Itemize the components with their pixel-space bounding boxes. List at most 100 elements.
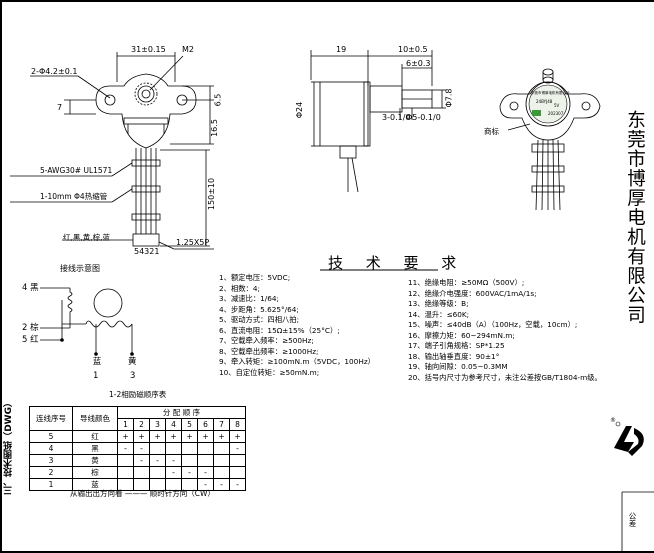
nameplate-date: 202307: [548, 111, 564, 116]
seq-cell: [181, 442, 198, 455]
seq-cell: [165, 442, 182, 455]
table-row: 1 蓝 - - -: [29, 478, 246, 491]
table-header-row: 连线序号 导线颜色 分 配 顺 序: [29, 406, 246, 431]
wire-colors-label: 红,黑,黄,棕,蓝: [63, 233, 111, 242]
lead-color: 棕: [30, 323, 39, 333]
frame-left-border: [0, 0, 2, 553]
table-row: 4 黑 - - -: [29, 442, 246, 455]
lead-3-color: 黄: [128, 357, 137, 367]
dim-shaft-step: 6±0.3: [406, 59, 431, 68]
dim-left-offset: 7: [57, 103, 63, 112]
step-cell: 7: [213, 418, 230, 431]
lead-color: 红: [30, 335, 39, 345]
seq-cell: +: [181, 430, 198, 443]
header-lead-num: 连线序号: [29, 406, 73, 431]
row-num: 3: [29, 454, 73, 467]
tech-req-item: 18、输出轴垂直度：90±1°: [408, 351, 500, 361]
tech-req-item: 16、摩擦力矩：60~294mN.m;: [408, 330, 515, 340]
tech-req-item: 12、绝缘介电强度：600VAC/1mA/1s;: [408, 288, 537, 298]
tech-req-item: 6、直流电阻：15Ω±15%（25°C）;: [219, 325, 340, 335]
row-num: 4: [29, 442, 73, 455]
step-cell: 3: [149, 418, 166, 431]
tech-req-item: 15、噪声：≤40dB（A）（100Hz，空载，10cm）;: [408, 320, 578, 329]
lead-1-num: 1: [93, 371, 99, 381]
tech-req-item: 4、步距角：5.625°/64;: [219, 304, 299, 314]
lead-num: 4: [22, 283, 28, 293]
table-row: 2 棕 - - -: [29, 466, 246, 479]
seq-cell: [229, 466, 246, 479]
seq-cell: -: [229, 478, 246, 491]
connector-pins: 54321: [134, 247, 160, 256]
tech-req-item: 19、轴向间隙：0.05~0.3MM: [408, 362, 508, 371]
seq-cell: +: [117, 430, 134, 443]
tech-req-item: 7、空载牵入频率：≥500Hz;: [219, 336, 314, 345]
seq-cell: +: [213, 430, 230, 443]
lead-5-label: 5 红: [22, 336, 39, 345]
dim-flat-height: Φ7.8: [444, 88, 454, 108]
seq-cell: [117, 454, 134, 467]
seq-cell: -: [197, 466, 214, 479]
table-steps-row: 1 2 3 4 5 6 7 8: [30, 418, 246, 431]
lead-num: 2: [22, 323, 28, 333]
section-title: 三、技术图纸（DWG）: [4, 398, 14, 495]
iso-view: [499, 68, 601, 211]
lead-color: 黑: [30, 283, 39, 293]
sleeve-label: 1-10mm Φ4热缩管: [40, 192, 108, 201]
dim-shaft-dia: Φ5-0.1/0: [406, 113, 441, 122]
lead-2-label: 2 棕: [22, 324, 39, 333]
dim-diameter: Φ24: [295, 101, 305, 119]
row-num: 1: [29, 478, 73, 491]
tech-req-item: 14、温升：≤60K;: [408, 309, 470, 319]
tech-req-item: 5、驱动方式：四相八拍;: [219, 315, 300, 324]
tech-req-item: 11、绝缘电阻：≥50MΩ（500V）;: [408, 278, 525, 287]
tech-req-item: 9、牵入转矩：≥100mN.m（5VDC，100Hz）: [219, 357, 375, 366]
dim-body-depth: 19: [336, 45, 347, 54]
table-row: 5 红 + + + + + + + +: [29, 430, 246, 443]
seq-cell: [149, 442, 166, 455]
tech-req-item: 1、额定电压：5VDC;: [219, 273, 291, 282]
seq-cell: +: [229, 430, 246, 443]
seq-cell: -: [133, 454, 150, 467]
tech-req-title: 技 术 要 求: [328, 254, 466, 272]
nameplate-voltage: 5V: [554, 103, 560, 108]
dim-connector: 1.25X5P: [176, 238, 210, 247]
dim-screw: M2: [182, 45, 194, 54]
tech-req-item: 2、相数：4;: [219, 283, 260, 293]
tech-req-item: 8、空载牵出频率：≥1000Hz;: [219, 346, 319, 356]
nameplate-sticker: [528, 84, 568, 124]
wire-spec-label: 5-AWG30# UL1571: [40, 166, 113, 175]
tech-req-left-list: 1、额定电压：5VDC; 2、相数：4; 3、减速比：1/64; 4、步距角：5…: [219, 273, 375, 378]
seq-cell: [197, 442, 214, 455]
seq-cell: -: [165, 454, 182, 467]
seq-cell: -: [149, 454, 166, 467]
seq-cell: [197, 454, 214, 467]
front-view: [10, 52, 214, 250]
seq-cell: [149, 466, 166, 479]
tech-req-item: 3、减速比：1/64;: [219, 294, 279, 303]
row-color: 黄: [72, 454, 118, 467]
row-color: 红: [72, 430, 118, 443]
dim-shaft-top: 6.5: [213, 93, 223, 107]
seq-cell: -: [133, 442, 150, 455]
tech-req-item: 13、绝缘等级：B;: [408, 299, 469, 308]
seq-cell: [133, 466, 150, 479]
seq-cell: [213, 454, 230, 467]
frame-top-border: [0, 0, 654, 2]
sequence-table: 连线序号 导线颜色 分 配 顺 序 1 2 3 4 5 6 7 8 5 红 + …: [29, 406, 246, 491]
seq-cell: -: [229, 442, 246, 455]
step-cell: 6: [197, 418, 214, 431]
tech-req-right-list: 11、绝缘电阻：≥50MΩ（500V）; 12、绝缘介电强度：600VAC/1m…: [408, 278, 602, 383]
step-cell: 2: [133, 418, 150, 431]
title-block: [621, 491, 654, 553]
dim-lead-length: 150±10: [207, 177, 217, 211]
step-cell: 4: [165, 418, 182, 431]
dim-width: 31±0.15: [131, 45, 166, 54]
seq-cell: +: [149, 430, 166, 443]
dim-shaft-flat: 3-0.1/0: [382, 113, 411, 122]
company-name: 东莞市博厚电机有限公司: [624, 110, 646, 325]
row-num: 2: [29, 466, 73, 479]
row-num: 5: [29, 430, 73, 443]
nameplate-model: 24BYJ48: [536, 99, 553, 104]
registered-mark-icon: ®: [610, 417, 616, 424]
